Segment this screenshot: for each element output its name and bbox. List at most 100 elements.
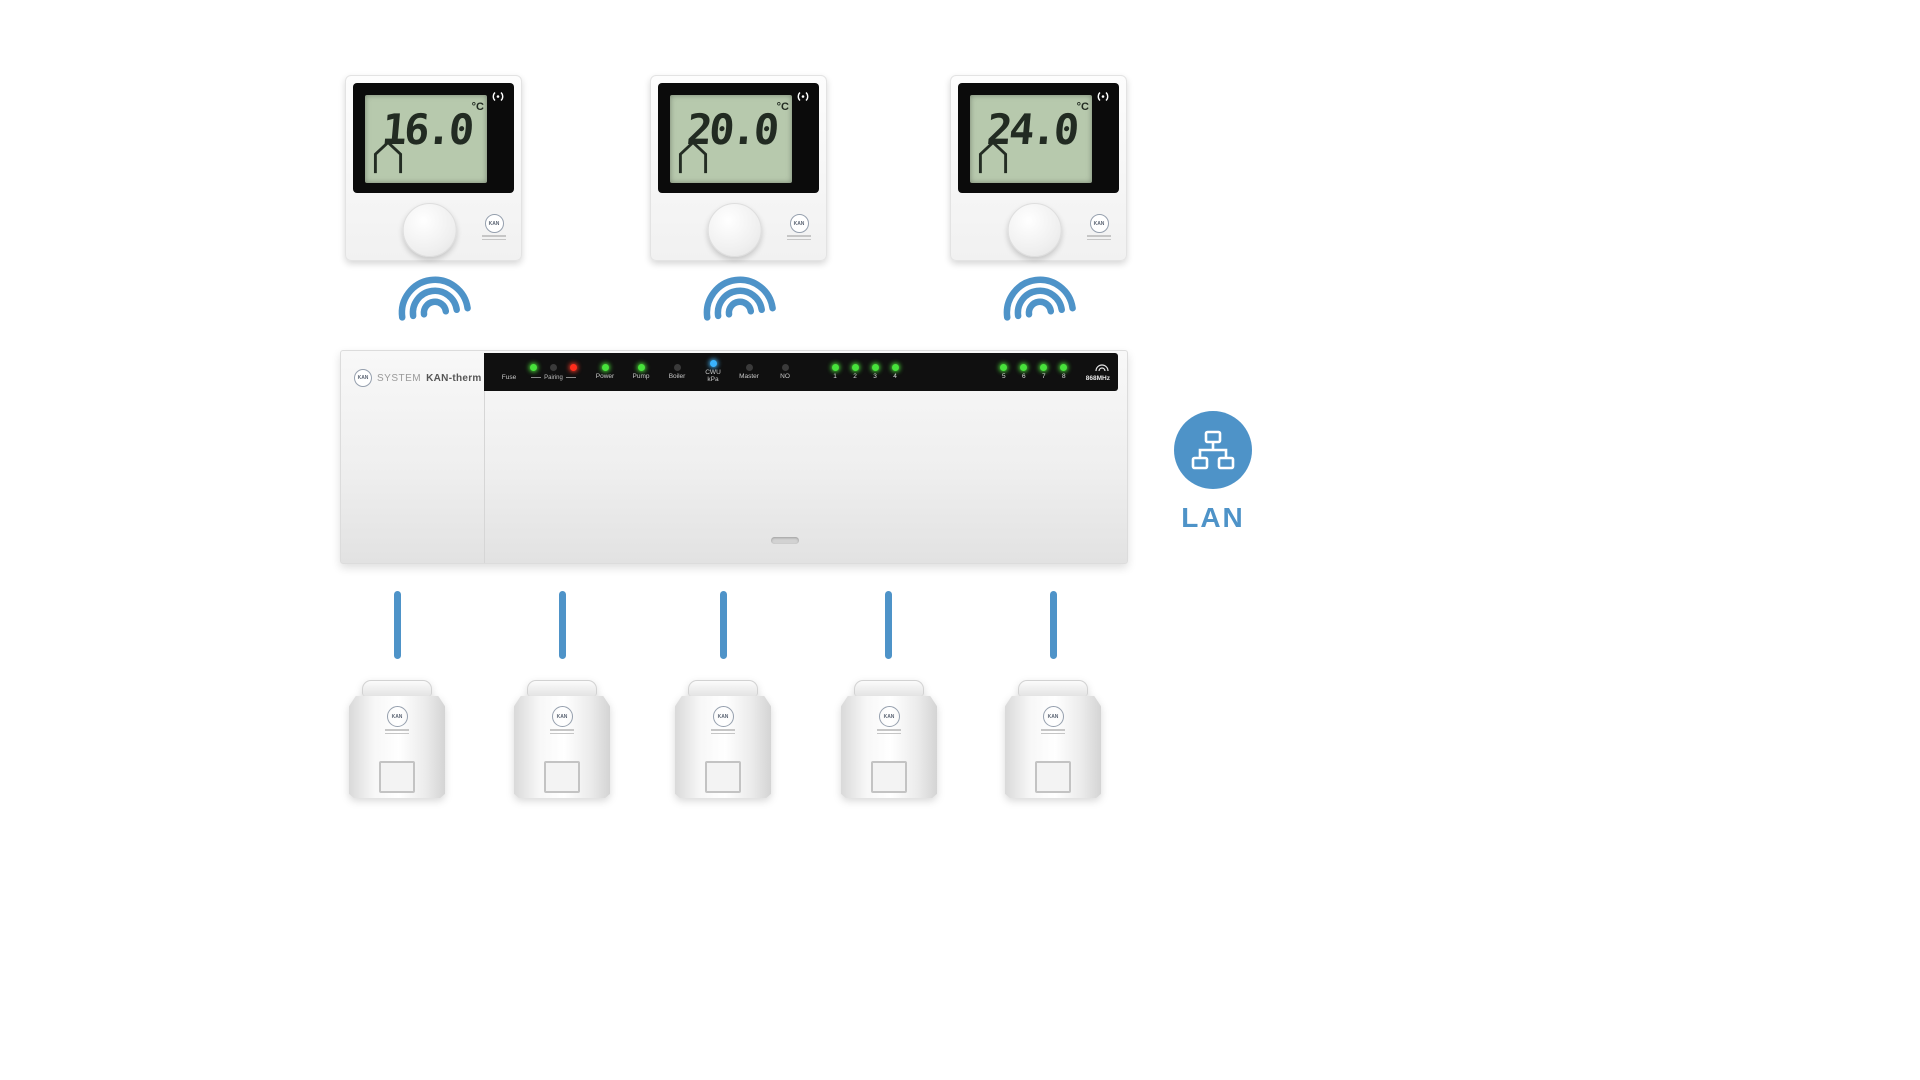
wireless-waves-icon <box>703 276 776 321</box>
pairing-led <box>550 363 557 371</box>
kan-logo-text: KAN <box>878 706 900 727</box>
house-icon <box>678 140 708 174</box>
status-led-label: Boiler <box>668 372 686 380</box>
kan-logo-caption <box>479 235 509 240</box>
kan-logo: KAN <box>479 214 509 240</box>
zone-number: 6 <box>1021 372 1026 380</box>
rf-signal-icon <box>797 91 809 102</box>
thermostat-screen: 24.0 °C <box>958 83 1119 193</box>
actuator-body: KAN <box>514 696 610 798</box>
kan-logo: KAN <box>1084 214 1114 240</box>
kan-logo-text: KAN <box>484 214 504 233</box>
actuator-1: KAN <box>349 680 445 800</box>
zone-number: 4 <box>893 372 897 380</box>
status-led-item: NO <box>767 363 803 381</box>
lan-block: LAN <box>1167 411 1259 534</box>
actuator-body: KAN <box>1005 696 1101 798</box>
lcd-display: 24.0 °C <box>970 95 1092 183</box>
zone-number: 8 <box>1061 372 1066 380</box>
actuator-button <box>379 761 415 793</box>
connection-line <box>720 591 727 659</box>
house-icon <box>373 140 403 174</box>
kan-logo: KAN <box>784 214 814 240</box>
status-led-item: CWU kPa <box>695 360 731 384</box>
temperature-unit: °C <box>471 101 484 113</box>
temperature-unit: °C <box>1076 101 1089 113</box>
status-led-label: Power <box>595 372 615 380</box>
status-led-label: Pump <box>632 372 650 380</box>
connection-line <box>885 591 892 659</box>
status-led <box>637 363 645 371</box>
status-led-item: Boiler <box>659 363 695 381</box>
kan-logo: KAN <box>711 706 735 734</box>
zone-led <box>1000 363 1008 371</box>
zone-led-item: 3 <box>865 363 885 381</box>
status-led <box>709 360 717 368</box>
zone-led-item: 6 <box>1014 363 1034 381</box>
rf-signal-icon <box>1097 91 1109 102</box>
kan-logo-caption <box>877 729 901 734</box>
kan-logo-text: KAN <box>386 706 408 727</box>
zone-number: 1 <box>833 372 837 380</box>
actuator-5: KAN <box>1005 680 1101 800</box>
temperature-value: 20.0 <box>684 105 779 154</box>
brand: KAN SYSTEM KAN-therm <box>354 369 482 387</box>
wireless-waves-icon <box>1003 276 1076 321</box>
zone-led <box>831 363 839 371</box>
zone-led <box>851 363 859 371</box>
radio-signal-icon <box>1095 363 1109 371</box>
kan-logo-caption <box>550 729 574 734</box>
vent-slot <box>771 537 799 544</box>
zone-led <box>1040 363 1048 371</box>
status-led-label: CWU kPa <box>705 369 721 383</box>
zone-group-1-4: 1 2 3 4 <box>825 363 905 381</box>
zone-led <box>1020 363 1028 371</box>
actuator-button <box>544 761 580 793</box>
zone-led-item: 7 <box>1034 363 1054 381</box>
dial-knob <box>402 203 457 257</box>
pairing-label: Pairing <box>531 375 576 381</box>
kan-logo-caption <box>711 729 735 734</box>
zone-number: 7 <box>1041 372 1046 380</box>
status-led-label: NO <box>780 372 790 380</box>
temperature-value: 16.0 <box>379 105 474 154</box>
pairing-led <box>570 363 577 371</box>
dial-knob <box>1007 203 1062 257</box>
status-led-item: Pump <box>623 363 659 381</box>
actuator-button <box>1035 761 1071 793</box>
actuator-body: KAN <box>841 696 937 798</box>
actuator-cap <box>854 680 924 696</box>
lan-icon <box>1174 411 1252 489</box>
actuator-3: KAN <box>675 680 771 800</box>
status-led <box>745 363 753 371</box>
zone-number: 5 <box>1001 372 1006 380</box>
zone-led-item: 8 <box>1054 363 1074 381</box>
connection-line <box>394 591 401 659</box>
radio-band-label: 868MHz <box>1085 374 1110 382</box>
status-led-item: Power <box>587 363 623 381</box>
pairing-group: Pairing <box>530 363 577 381</box>
zone-led-item: 1 <box>825 363 845 381</box>
kan-logo: KAN <box>385 706 409 734</box>
kan-logo: KAN <box>1041 706 1065 734</box>
status-led-item: Master <box>731 363 767 381</box>
status-led-label: Master <box>739 372 759 380</box>
radio-band: 868MHz <box>1086 363 1110 382</box>
brand-logo-icon: KAN <box>354 369 372 387</box>
temperature-value: 24.0 <box>984 105 1079 154</box>
temperature-unit: °C <box>776 101 789 113</box>
dial-knob <box>707 203 762 257</box>
zone-led <box>891 363 899 371</box>
controller-unit: KAN SYSTEM KAN-therm Fuse Pairing Power … <box>340 350 1128 564</box>
network-icon <box>1191 430 1235 470</box>
house-icon <box>978 140 1008 174</box>
zone-number: 2 <box>853 372 857 380</box>
lcd-display: 16.0 °C <box>365 95 487 183</box>
lcd-display: 20.0 °C <box>670 95 792 183</box>
kan-logo-text: KAN <box>1089 214 1109 233</box>
lan-label: LAN <box>1181 502 1245 533</box>
connection-line <box>1050 591 1057 659</box>
kan-logo-text: KAN <box>551 706 573 727</box>
status-led <box>601 363 609 371</box>
actuator-cap <box>1018 680 1088 696</box>
